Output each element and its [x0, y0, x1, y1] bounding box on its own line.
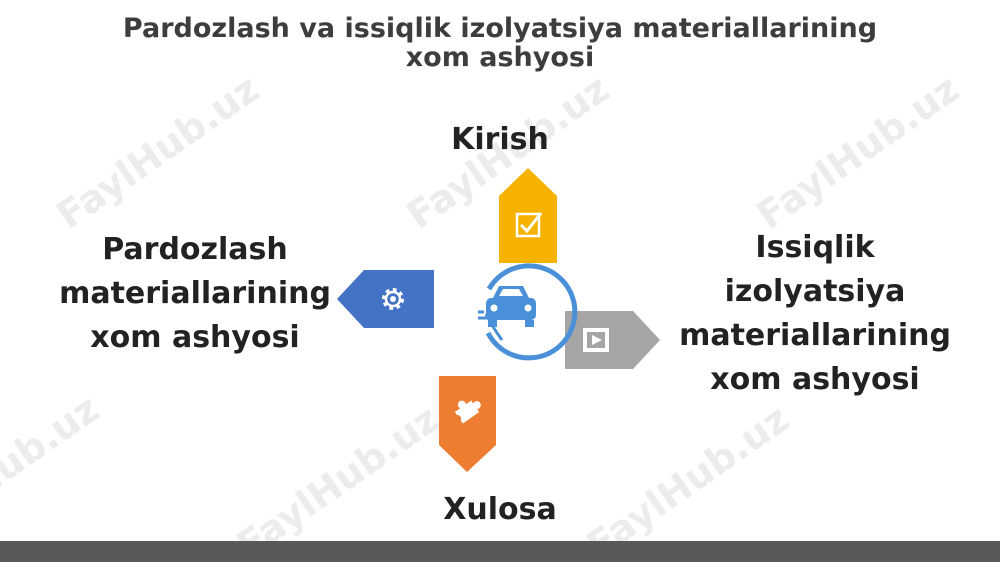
label-right-line: xom ashyosi — [710, 362, 920, 397]
video-icon — [583, 328, 609, 352]
label-left: Pardozlash materiallarining xom ashyosi — [40, 228, 350, 360]
label-right-line: Issiqlik — [755, 230, 875, 265]
label-top: Kirish — [451, 122, 549, 157]
arrow-top-shape — [499, 168, 557, 263]
title-line-1: Pardozlash va issiqlik izolyatsiya mater… — [122, 13, 878, 44]
electric-car-icon — [478, 263, 578, 361]
puzzle-icon — [453, 400, 481, 424]
arrow-right — [565, 311, 660, 369]
footer-bar — [0, 541, 1000, 562]
label-right-line: izolyatsiya — [724, 274, 906, 309]
arrow-bottom-shape — [439, 376, 496, 472]
label-left-line: Pardozlash — [102, 232, 288, 267]
title-line-2: xom ashyosi — [405, 42, 595, 73]
arrow-bottom — [439, 376, 496, 472]
arrow-left — [337, 270, 434, 328]
arrow-top — [499, 168, 557, 263]
label-bottom: Xulosa — [443, 492, 557, 527]
label-left-line: xom ashyosi — [90, 320, 300, 355]
arrow-right-shape — [565, 311, 660, 369]
label-right: Issiqlik izolyatsiya materiallarining xo… — [665, 226, 965, 402]
label-right-line: materiallarining — [679, 318, 951, 353]
checkbox-icon — [515, 212, 543, 238]
label-left-line: materiallarining — [59, 276, 331, 311]
slide-title: Pardozlash va issiqlik izolyatsiya mater… — [0, 14, 1000, 72]
gear-icon — [382, 288, 404, 310]
